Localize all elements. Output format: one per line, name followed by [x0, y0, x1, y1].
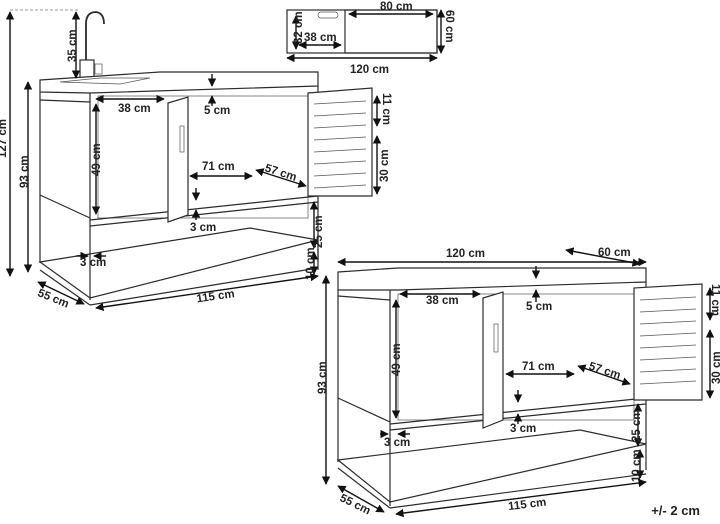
sink-unit-shelf-edge: [89, 201, 319, 227]
faucet-handle: [94, 63, 103, 75]
label-shelf-width: 71 cm: [202, 161, 235, 173]
label-plain-shelf-depth: 57 cm: [587, 360, 622, 381]
plain-unit-side-top-rail: [337, 295, 391, 301]
label-plain-leg-height: 10 cm: [631, 449, 643, 482]
top-view-sink-area: [344, 9, 438, 54]
label-plain-counter-height: 93 cm: [317, 361, 329, 394]
label-top-depth: 60 cm: [443, 10, 455, 43]
plain-left-door-handle: [493, 323, 499, 353]
sink-unit-diagram: 127 cm 93 cm 35 cm 38 cm 5 cm 49 cm 71 c…: [0, 9, 392, 312]
label-inner-height: 49 cm: [91, 143, 103, 176]
label-side-gap: 3 cm: [80, 257, 106, 269]
label-shelf-gap: 3 cm: [190, 222, 216, 234]
label-plain-top-width: 120 cm: [446, 248, 485, 260]
sink-unit-side-top-rail: [39, 99, 91, 103]
label-plain-top-gap: 5 cm: [526, 301, 552, 313]
plain-unit-back-panel: [397, 293, 635, 421]
label-total-height: 127 cm: [0, 119, 9, 158]
faucet: [85, 11, 105, 78]
label-top-width: 120 cm: [350, 64, 389, 76]
plain-unit-countertop: [337, 267, 647, 291]
dim-plain-shelf-depth: [577, 364, 631, 386]
label-plain-top-depth: 60 cm: [598, 247, 631, 259]
sink-unit-shelf-front: [89, 195, 319, 221]
plain-unit-side-mid-rail: [337, 397, 391, 423]
dim-base-width: [95, 272, 319, 312]
sink-basin: [59, 77, 151, 85]
plain-unit-right-door: [633, 283, 703, 401]
label-top-sink-offset: 32 cm: [293, 11, 305, 44]
tolerance-note: +/- 2 cm: [651, 503, 700, 518]
label-leg-height: 10 cm: [305, 247, 317, 280]
plain-unit-left-door: [482, 291, 504, 429]
label-base-width: 115 cm: [196, 288, 236, 305]
left-door-handle: [179, 125, 185, 153]
label-plain-side-gap: 3 cm: [384, 437, 410, 449]
plain-unit-diagram: 120 cm 60 cm 38 cm 5 cm 93 cm 49 cm 71 c…: [317, 247, 720, 517]
label-top-sink-depth: 38 cm: [304, 32, 337, 44]
top-view-drain-slot: [317, 11, 339, 19]
label-plain-shelf-width: 71 cm: [522, 361, 555, 373]
sink-unit-left-door: [167, 96, 189, 223]
plain-unit-shelf-front: [389, 397, 647, 425]
plain-right-door-louvers: [639, 296, 697, 385]
label-plain-door-mid: 30 cm: [711, 351, 720, 384]
faucet-base: [79, 59, 95, 79]
label-plain-inner-height: 49 cm: [391, 343, 403, 376]
label-plain-door-top: 11 cm: [709, 284, 720, 316]
label-plain-lower-gap: 25 cm: [631, 409, 643, 442]
label-plain-shelf-gap: 3 cm: [510, 423, 536, 435]
right-door-louvers: [313, 100, 367, 189]
dim-base-depth: [37, 281, 85, 305]
dim-shelf-depth: [255, 168, 307, 188]
dim-plain-base-depth: [337, 485, 385, 513]
label-door-top: 11 cm: [380, 93, 392, 125]
dim-plain-base-width: [395, 478, 647, 518]
label-top-gap: 5 cm: [204, 105, 230, 117]
label-inner-width: 38 cm: [118, 103, 151, 115]
label-counter-height: 93 cm: [19, 155, 31, 188]
label-lower-gap: 25 cm: [313, 215, 325, 248]
label-faucet-height: 35 cm: [67, 29, 79, 62]
label-shelf-depth: 57 cm: [263, 162, 298, 183]
label-base-depth: 55 cm: [36, 287, 71, 310]
sink-unit-side-mid-rail: [39, 194, 91, 219]
top-view-diagram: 80 cm 32 cm 38 cm 60 cm 120 cm: [286, 1, 455, 76]
label-plain-base-width: 115 cm: [508, 497, 548, 514]
label-plain-inner-width: 38 cm: [426, 295, 459, 307]
dim-plain-top-depth: [565, 247, 641, 267]
sink-unit-right-door: [307, 87, 373, 197]
label-door-mid: 30 cm: [379, 149, 391, 182]
label-top-sink-width: 80 cm: [380, 1, 413, 13]
